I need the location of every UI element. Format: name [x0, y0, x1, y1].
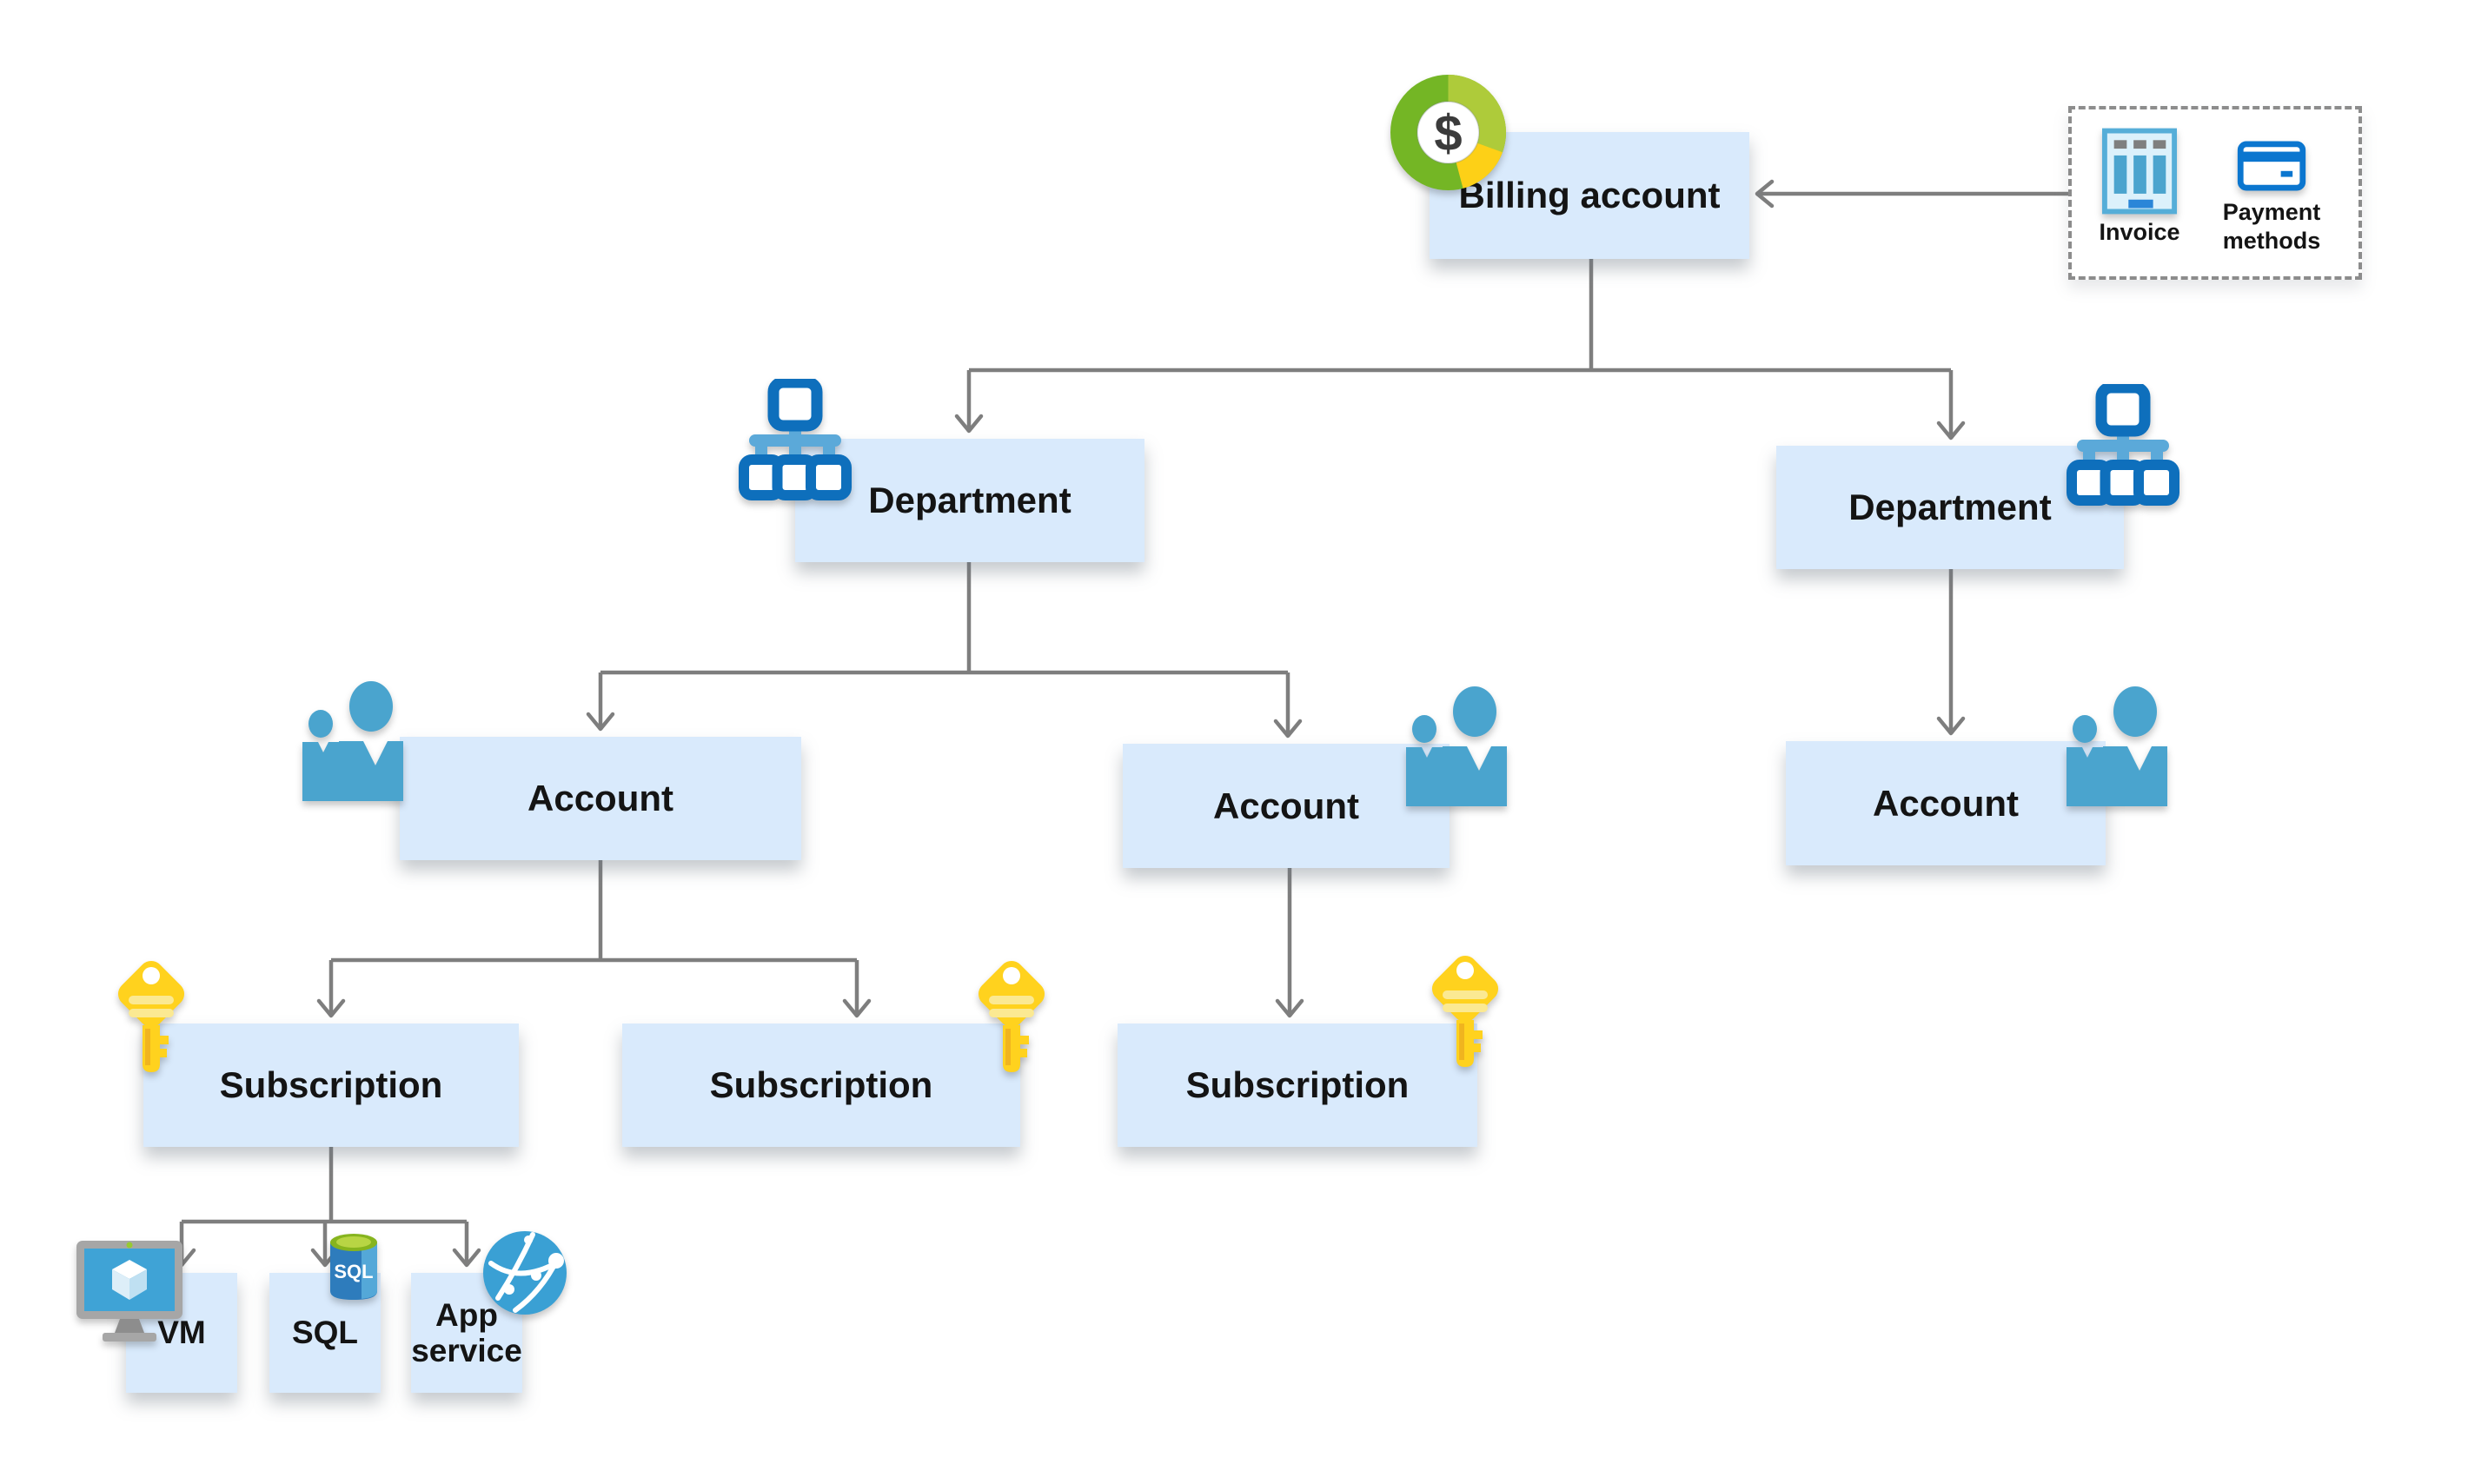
node-account-middle: Account — [1123, 744, 1450, 868]
node-label: App service — [411, 1296, 522, 1368]
node-department-right: Department — [1776, 446, 2124, 569]
cost-donut-dollar-icon: $ — [1390, 75, 1506, 190]
node-label: Subscription — [709, 1064, 933, 1106]
node-subscription-left: Subscription — [143, 1024, 519, 1147]
node-label: Billing account — [1458, 175, 1721, 216]
key-icon — [1431, 955, 1499, 1067]
credit-card-icon — [2237, 141, 2306, 191]
node-label: VM — [157, 1315, 206, 1351]
connector-deptleft-to-accounts-rail — [600, 562, 1288, 675]
node-label: SQL — [291, 1315, 359, 1351]
node-label: Subscription — [219, 1064, 443, 1106]
node-label: Account — [527, 778, 673, 819]
node-label: Account — [1213, 785, 1359, 826]
connector-billing-to-departments-rail — [969, 259, 1951, 373]
node-account-left: Account — [400, 737, 801, 860]
sql-badge-text: SQL — [334, 1261, 373, 1282]
node-department-left: Department — [795, 439, 1144, 562]
invoice-label: Invoice — [2099, 219, 2180, 245]
users-icon — [1406, 686, 1507, 806]
connector-subleft-to-resources-rail — [182, 1147, 467, 1224]
org-chart-icon — [739, 379, 852, 500]
node-subscription-right: Subscription — [1118, 1024, 1477, 1147]
invoice-icon — [2101, 128, 2178, 215]
users-icon — [302, 681, 403, 801]
node-label: Department — [868, 480, 1071, 521]
users-icon — [2067, 686, 2167, 806]
dollar-sign: $ — [1434, 105, 1462, 162]
node-label: Subscription — [1185, 1064, 1410, 1106]
node-label: Account — [1873, 782, 2019, 824]
key-icon — [978, 960, 1045, 1072]
node-label: Department — [1848, 487, 2052, 528]
node-subscription-middle: Subscription — [622, 1024, 1020, 1147]
node-account-right: Account — [1786, 741, 2106, 865]
payment-methods-label: Payment methods — [2222, 199, 2321, 254]
key-icon — [117, 960, 185, 1072]
vm-monitor-icon — [76, 1241, 182, 1342]
connector-accountleft-to-subs-rail — [331, 860, 857, 963]
sql-database-icon: SQL — [330, 1234, 377, 1300]
app-service-globe-icon — [483, 1231, 567, 1315]
org-chart-icon — [2067, 384, 2179, 506]
